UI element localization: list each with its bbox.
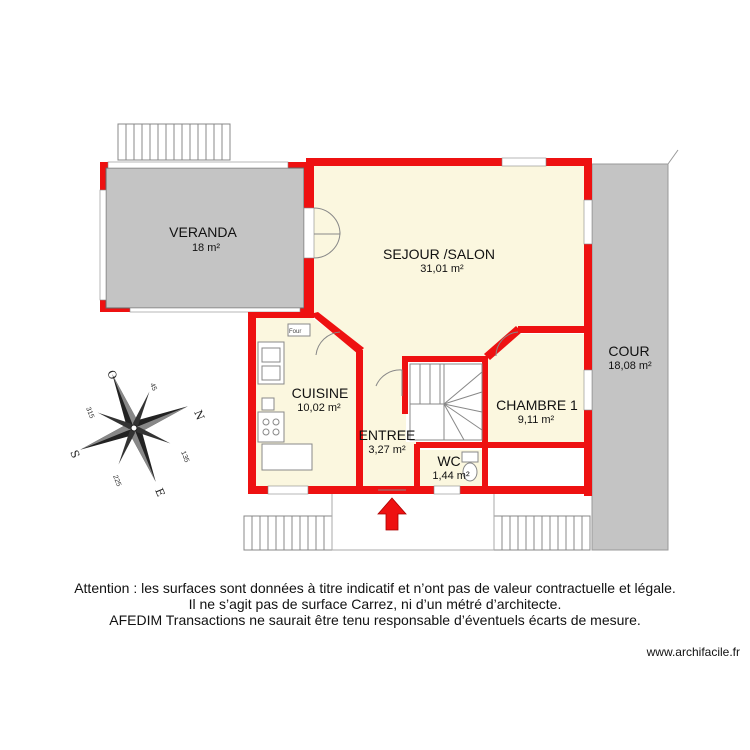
- room-area-wc: 1,44 m²: [432, 470, 470, 482]
- compass-rose-icon: [80, 374, 188, 482]
- room-name-chambre1: CHAMBRE 1: [496, 397, 578, 413]
- bottom-terrace-right: [493, 515, 591, 551]
- room-area-entree: 3,27 m²: [368, 444, 406, 456]
- room-name-sejour: SEJOUR /SALON: [383, 246, 495, 262]
- room-labels: VERANDA 18 m² SEJOUR /SALON 31,01 m² COU…: [169, 224, 652, 482]
- room-name-veranda: VERANDA: [169, 224, 237, 240]
- wc-fixture: [461, 451, 479, 482]
- compass-deg-225: 225: [111, 474, 122, 488]
- compass-deg-135: 135: [179, 450, 190, 464]
- disclaimer: Attention : les surfaces sont données à …: [0, 580, 750, 628]
- room-area-chambre1: 9,11 m²: [518, 414, 555, 426]
- room-area-cuisine: 10,02 m²: [297, 402, 341, 414]
- cour-area: [591, 149, 679, 551]
- compass-west: O: [104, 368, 119, 381]
- veranda-area: [99, 161, 312, 313]
- doors: [313, 207, 519, 491]
- entrance-arrow-icon: [377, 497, 407, 531]
- compass-south: S: [67, 448, 82, 460]
- staircase: [409, 363, 483, 441]
- disclaimer-line-2: Il ne s’agit pas de surface Carrez, ni d…: [188, 596, 562, 612]
- bottom-terrace-left: [243, 515, 333, 551]
- room-name-cour: COUR: [608, 343, 649, 359]
- room-name-entree: ENTREE: [359, 427, 416, 443]
- room-name-cuisine: CUISINE: [292, 385, 349, 401]
- kitchen-fixtures: [257, 323, 313, 471]
- windows: [267, 157, 593, 495]
- disclaimer-line-3: AFEDIM Transactions ne saurait être tenu…: [109, 612, 641, 628]
- room-area-sejour: 31,01 m²: [420, 263, 464, 275]
- website-link[interactable]: www.archifacile.fr: [646, 645, 740, 659]
- entrance-path: [331, 494, 495, 551]
- compass-north: N: [191, 408, 207, 422]
- disclaimer-line-1: Attention : les surfaces sont données à …: [74, 580, 676, 596]
- compass-deg-315: 315: [84, 406, 95, 420]
- room-name-wc: WC: [437, 453, 460, 469]
- top-terrace: [117, 123, 231, 161]
- compass-deg-45: 45: [148, 382, 157, 392]
- room-area-cour: 18,08 m²: [608, 360, 652, 372]
- walls: [248, 158, 592, 496]
- oven-label: Four: [289, 329, 301, 335]
- compass-east: E: [152, 486, 167, 498]
- room-area-veranda: 18 m²: [192, 242, 220, 254]
